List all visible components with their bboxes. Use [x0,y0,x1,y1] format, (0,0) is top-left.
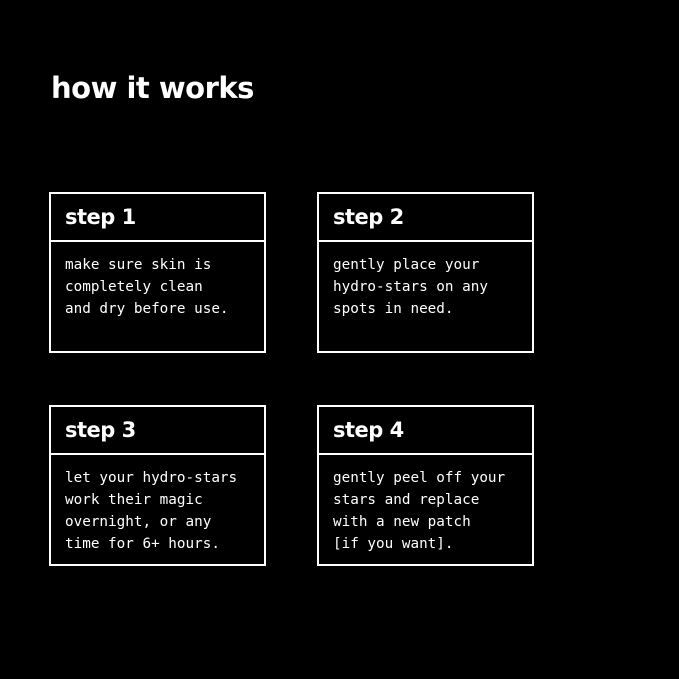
step-title: step 1 [65,205,136,229]
step-card-4: step 4 gently peel off your stars and re… [317,405,534,566]
page-title: how it works [51,71,254,105]
step-description: gently place your hydro-stars on any spo… [333,257,488,317]
step-card-header: step 2 [319,194,532,242]
step-title: step 2 [333,205,404,229]
step-title: step 4 [333,418,404,442]
step-card-1: step 1 make sure skin is completely clea… [49,192,266,353]
step-card-header: step 3 [51,407,264,455]
step-card-3: step 3 let your hydro-stars work their m… [49,405,266,566]
step-card-header: step 4 [319,407,532,455]
step-card-header: step 1 [51,194,264,242]
step-description: gently peel off your stars and replace w… [333,470,506,552]
step-description: make sure skin is completely clean and d… [65,257,229,317]
step-card-2: step 2 gently place your hydro-stars on … [317,192,534,353]
step-title: step 3 [65,418,136,442]
step-description: let your hydro-stars work their magic ov… [65,470,238,552]
